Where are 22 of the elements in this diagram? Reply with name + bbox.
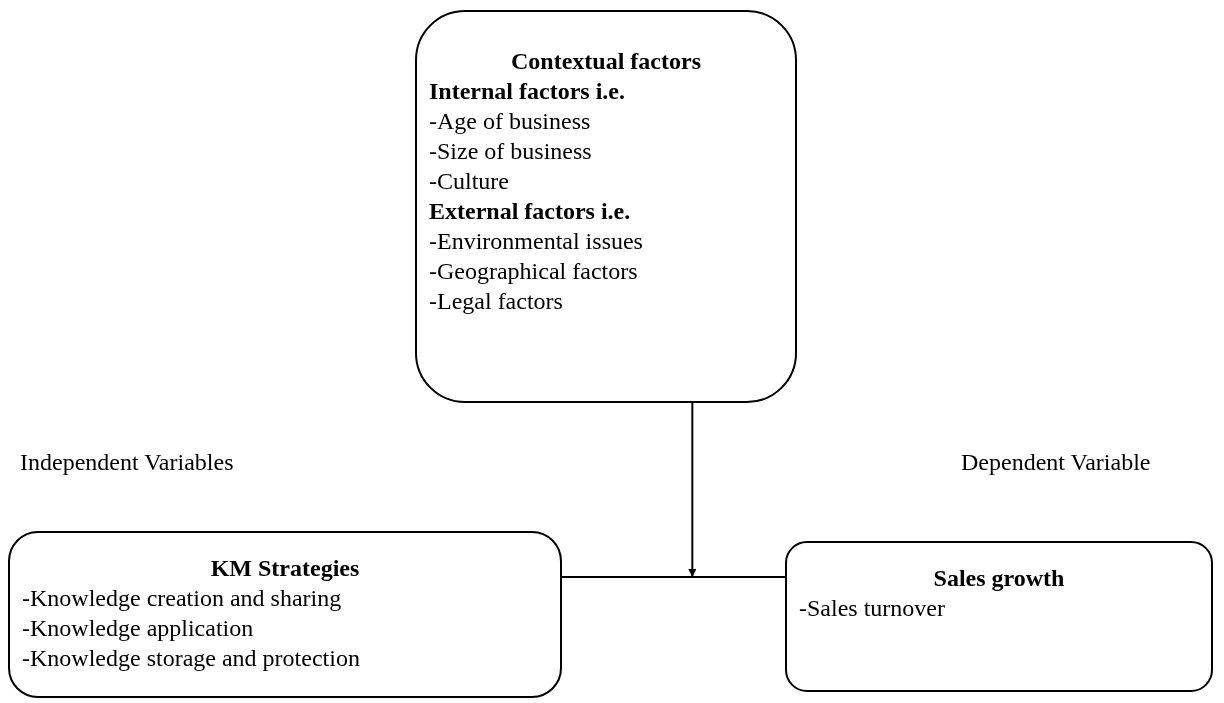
list-item: External factors i.e.: [429, 197, 632, 226]
list-item: -Culture: [429, 167, 510, 196]
list-item: -Size of business: [429, 137, 593, 166]
box-heading: Sales growth: [932, 564, 1066, 593]
variable-label: Independent Variables: [20, 448, 234, 477]
box-heading: KM Strategies: [209, 554, 361, 583]
connector-line: [561, 576, 786, 578]
rounded-box: [785, 541, 1213, 692]
list-item: -Age of business: [429, 107, 592, 136]
list-item: -Knowledge creation and sharing: [22, 584, 343, 613]
list-item: -Environmental issues: [429, 227, 644, 256]
list-item: -Legal factors: [429, 287, 564, 316]
list-item: -Sales turnover: [799, 594, 946, 623]
arrow: [688, 402, 697, 577]
list-item: Internal factors i.e.: [429, 77, 626, 106]
box-heading: Contextual factors: [510, 47, 702, 76]
variable-label: Dependent Variable: [961, 448, 1151, 477]
rounded-box: [8, 531, 562, 698]
rounded-box: [415, 10, 797, 403]
list-item: -Geographical factors: [429, 257, 639, 286]
list-item: -Knowledge storage and protection: [22, 644, 361, 673]
list-item: -Knowledge application: [22, 614, 255, 643]
